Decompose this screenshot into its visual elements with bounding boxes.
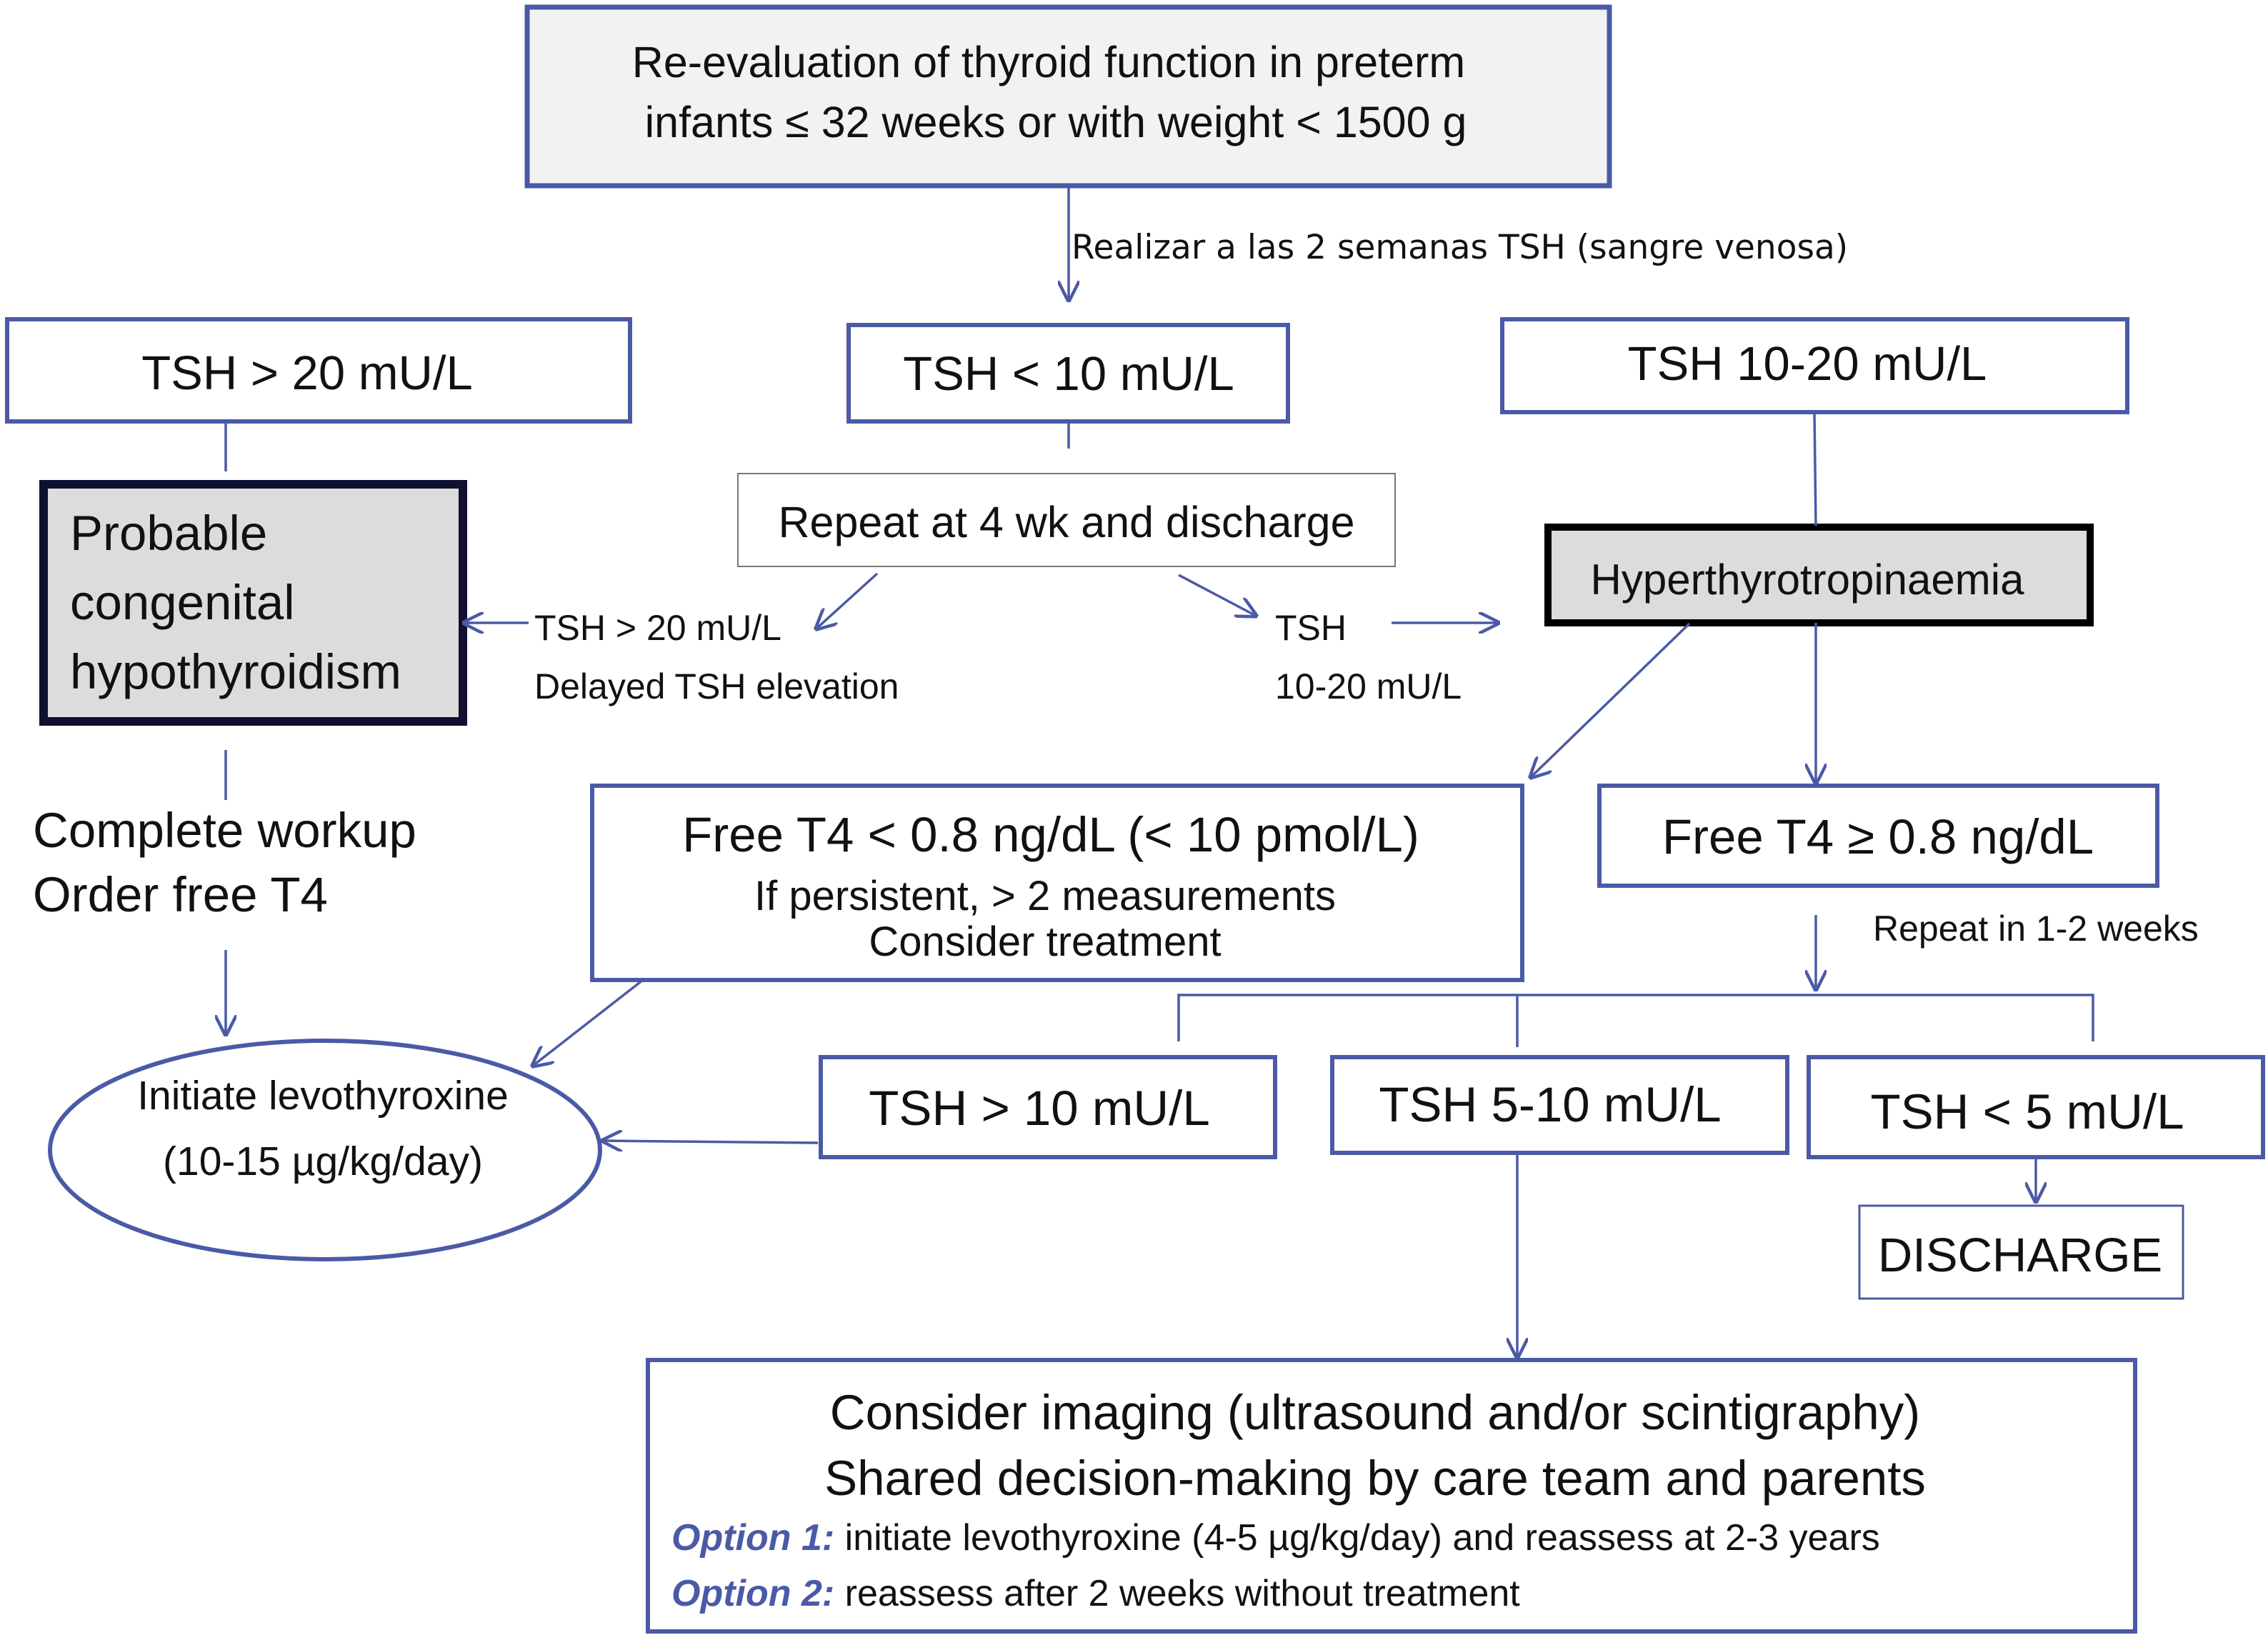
tsh-mid-label: TSH 10-20 mU/L (1275, 608, 1462, 706)
option1-line: Option 1: initiate levothyroxine (4-5 µg… (671, 1517, 1880, 1559)
free-t4-ok-text: Free T4 ≥ 0.8 ng/dL (1662, 809, 2094, 864)
initiate-line1: Initiate levothyroxine (137, 1073, 509, 1119)
option2-label: Option 2: (671, 1573, 834, 1614)
tsh-lt10-text: TSH < 10 mU/L (903, 347, 1234, 401)
discharge-box (1858, 1204, 2184, 1300)
hyperthyro-text: Hyperthyrotropinaemia (1591, 556, 2025, 604)
repeat-4wk-box (737, 473, 1396, 567)
tsh-10-20-text: TSH 10-20 mU/L (1628, 337, 1987, 391)
imaging-line1: Consider imaging (ultrasound and/or scin… (830, 1385, 1920, 1440)
tsh-gt10-to-initiate-arrow (603, 1141, 819, 1143)
initiate-line2: (10-15 µg/kg/day) (163, 1139, 483, 1184)
repeat-1-2-label: Repeat in 1-2 weeks (1873, 909, 2199, 949)
tsh-5-10-box (1330, 1055, 1789, 1155)
top-box (524, 4, 1612, 189)
repeat-to-mid-arrow (1178, 574, 1256, 616)
repeat-4wk-text: Repeat at 4 wk and discharge (778, 498, 1354, 546)
top-text: Re-evaluation of thyroid function in pre… (632, 38, 1467, 146)
delayed-line2: Delayed TSH elevation (534, 666, 899, 706)
tsh-10-20-stem (1813, 411, 1817, 526)
option1-label: Option 1: (671, 1517, 834, 1559)
tsh-lt10-box (846, 323, 1290, 424)
tsh-gt20-text: TSH > 20 mU/L (141, 346, 473, 400)
workup-text: Complete workup Order free T4 (33, 803, 416, 922)
tsh-gt10-box (819, 1055, 1277, 1159)
imaging-box (646, 1358, 2137, 1634)
top-line2: infants ≤ 32 weeks or with weight < 1500… (645, 98, 1467, 146)
free-t4-ok-box (1597, 784, 2159, 888)
hyperthyro-box (1544, 524, 2094, 626)
delayed-label: TSH > 20 mU/L Delayed TSH elevation (534, 608, 899, 706)
option2-line: Option 2: reassess after 2 weeks without… (671, 1573, 1520, 1614)
option2-text: reassess after 2 weeks without treatment (834, 1573, 1520, 1614)
top-arrow-label: Realizar a las 2 semanas TSH (sangre ven… (1071, 228, 1848, 267)
free-t4-low-text: Free T4 < 0.8 ng/dL (< 10 pmol/L) If per… (682, 807, 1419, 965)
free-t4-low-box (590, 784, 1524, 982)
initiate-ellipse (48, 1039, 602, 1261)
t4-low-line3: Consider treatment (869, 919, 1221, 965)
tsh-5-10-text: TSH 5-10 mU/L (1379, 1077, 1721, 1132)
hyperthyro-to-t4-low-arrow (1531, 622, 1691, 777)
initiate-text: Initiate levothyroxine (10-15 µg/kg/day) (137, 1073, 509, 1184)
tsh-lt5-text: TSH < 5 mU/L (1870, 1084, 2184, 1139)
top-line1: Re-evaluation of thyroid function in pre… (632, 38, 1465, 86)
option1-text: initiate levothyroxine (4-5 µg/kg/day) a… (834, 1517, 1880, 1559)
probable-ch-text: Probable congenital hypothyroidism (70, 506, 401, 699)
branch-bar (1177, 994, 2094, 1041)
probable-line1: Probable (70, 506, 267, 561)
repeat-to-delayed-arrow (816, 572, 879, 629)
tsh-gt20-box (5, 317, 632, 424)
workup-line2: Order free T4 (33, 867, 328, 922)
tsh-gt10-text: TSH > 10 mU/L (869, 1081, 1209, 1136)
t4-low-to-initiate-arrow (533, 979, 644, 1066)
discharge-text: DISCHARGE (1878, 1229, 2162, 1282)
probable-ch-box (39, 480, 467, 726)
t4-low-line2: If persistent, > 2 measurements (754, 873, 1336, 919)
tsh-mid-line1: TSH (1275, 608, 1347, 648)
tsh-mid-line2: 10-20 mU/L (1275, 666, 1462, 706)
delayed-line1: TSH > 20 mU/L (534, 608, 781, 648)
probable-line2: congenital (70, 575, 295, 630)
imaging-text: Consider imaging (ultrasound and/or scin… (671, 1385, 1926, 1614)
workup-line1: Complete workup (33, 803, 416, 858)
imaging-line2: Shared decision-making by care team and … (824, 1451, 1926, 1506)
connectors (226, 186, 2094, 1357)
probable-line3: hypothyroidism (70, 644, 401, 699)
t4-low-line1: Free T4 < 0.8 ng/dL (< 10 pmol/L) (682, 807, 1419, 862)
